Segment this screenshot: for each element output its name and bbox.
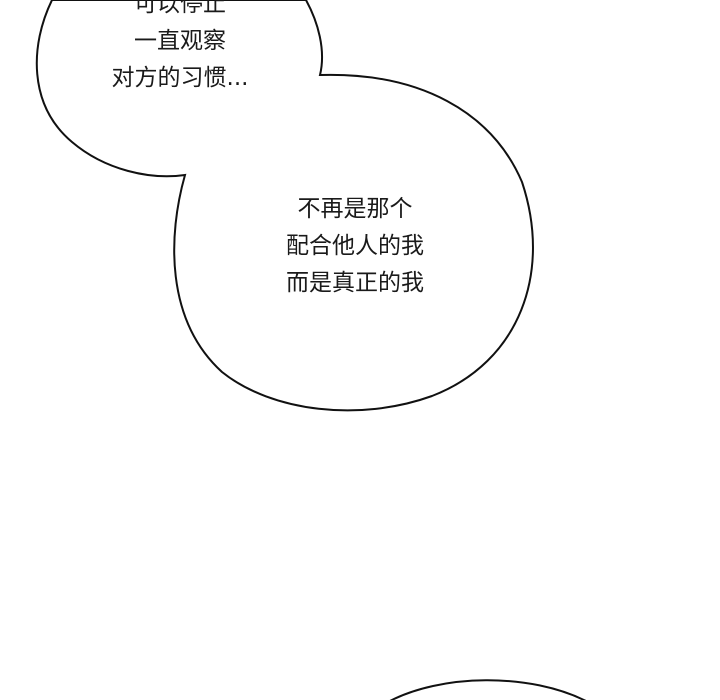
speech-bubble-2-text: 不再是那个 配合他人的我 而是真正的我 <box>286 191 424 302</box>
speech-bubble-1-outline <box>35 0 534 412</box>
text-line: 配合他人的我 <box>286 233 424 259</box>
speech-bubble-1-text: 可以停止 一直观察 对方的习惯... <box>112 0 249 97</box>
text-line: 对方的习惯... <box>111 65 249 91</box>
text-line: 而是真正的我 <box>286 270 424 296</box>
text-line: 不再是那个 <box>297 196 413 222</box>
text-line: 一直观察 <box>134 28 226 54</box>
text-line: 可以停止 <box>134 0 226 17</box>
speech-bubble-3-outline <box>389 679 587 700</box>
